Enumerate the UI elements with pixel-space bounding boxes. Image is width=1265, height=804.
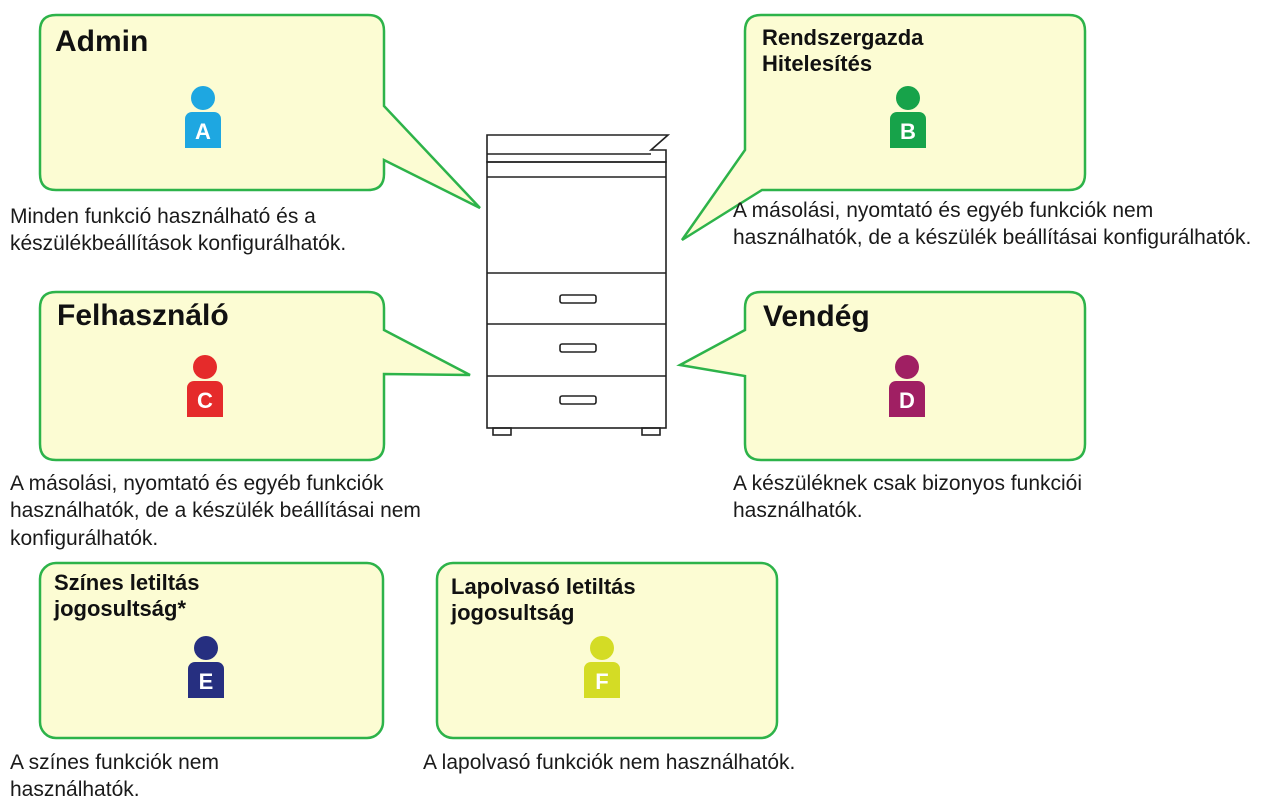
user-head-icon <box>191 86 215 110</box>
scan-restrict-description: A lapolvasó funkciók nem használhatók. <box>423 751 796 774</box>
user-head-icon <box>895 355 919 379</box>
user-badge: B <box>890 112 926 148</box>
color-restrict-description: A színes funkciók nem használhatók. <box>10 751 219 802</box>
printer-scanner-top <box>486 134 671 163</box>
guest-description: A készüléknek csak bizonyos funkciói has… <box>733 472 1083 523</box>
user-badge: A <box>185 112 221 148</box>
user-description: A másolási, nyomtató és egyéb funkciók h… <box>10 472 421 550</box>
printer-tray-handle-3 <box>559 395 597 405</box>
user-user-icon: C <box>187 355 223 417</box>
admin-auth-title: Rendszergazda Hitelesítés <box>762 25 924 77</box>
scan-restrict-user-icon: F <box>584 636 620 698</box>
admin-user-icon: A <box>185 86 221 148</box>
user-badge: F <box>584 662 620 698</box>
user-badge: E <box>188 662 224 698</box>
admin-auth-user-icon: B <box>890 86 926 148</box>
admin-description: Minden funkció használható és a készülék… <box>10 205 347 256</box>
admin-bubble <box>38 13 481 210</box>
user-head-icon <box>193 355 217 379</box>
user-badge: D <box>889 381 925 417</box>
color-restrict-title: Színes letiltás jogosultság* <box>54 570 200 622</box>
user-head-icon <box>590 636 614 660</box>
guest-bubble <box>676 290 1087 462</box>
printer-foot-right <box>641 427 661 436</box>
admin-auth-description: A másolási, nyomtató és egyéb funkciók n… <box>733 199 1252 250</box>
scan-restrict-title: Lapolvasó letiltás jogosultság <box>451 574 636 626</box>
printer-tray-handle-1 <box>559 294 597 304</box>
user-head-icon <box>896 86 920 110</box>
user-bubble <box>38 290 471 462</box>
printer-body <box>486 161 667 429</box>
user-badge: C <box>187 381 223 417</box>
printer-foot-left <box>492 427 512 436</box>
printer-device <box>486 134 671 436</box>
guest-title: Vendég <box>763 300 870 333</box>
admin-title: Admin <box>55 25 149 58</box>
user-title: Felhasználó <box>57 299 229 332</box>
guest-user-icon: D <box>889 355 925 417</box>
color-restrict-user-icon: E <box>188 636 224 698</box>
user-head-icon <box>194 636 218 660</box>
printer-tray-handle-2 <box>559 343 597 353</box>
admin-auth-bubble <box>680 13 1087 242</box>
